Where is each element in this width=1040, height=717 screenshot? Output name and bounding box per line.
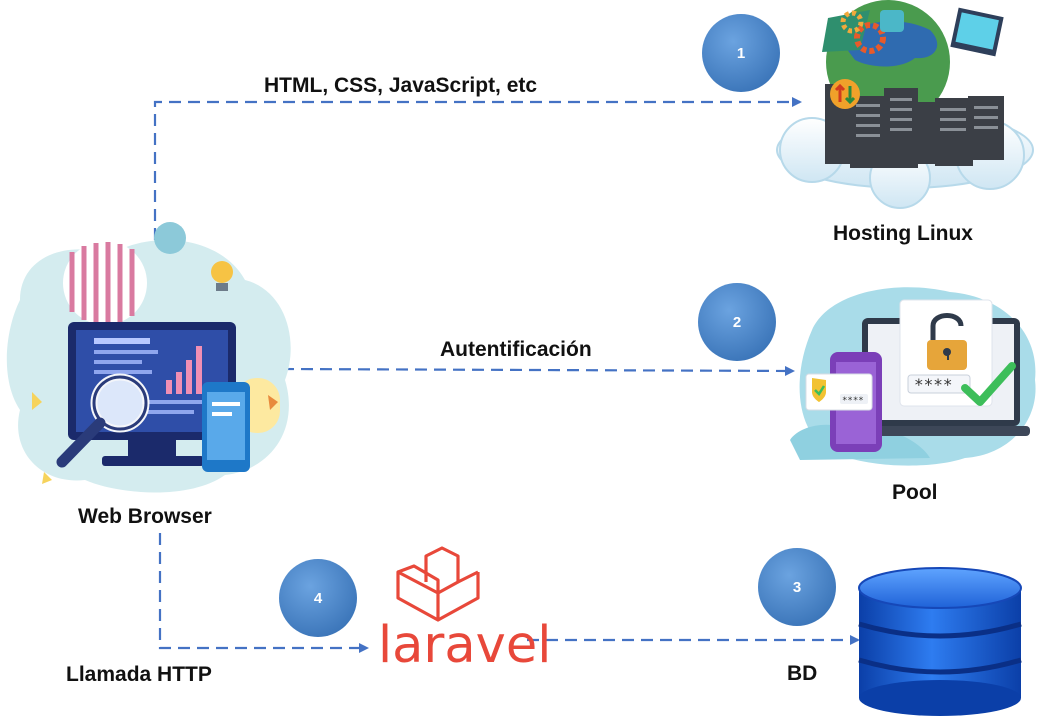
connector-html-css — [153, 97, 802, 240]
step-badge-1-number: 1 — [737, 45, 745, 62]
connector-autentificacion — [281, 365, 795, 376]
flow-label-llamada-http: Llamada HTTP — [66, 663, 212, 686]
step-badge-2: 2 — [698, 283, 776, 361]
step-badge-3-number: 3 — [793, 579, 801, 596]
web-browser-label: Web Browser — [78, 505, 212, 528]
db-label: BD — [787, 662, 817, 685]
hosting-server-illustration — [776, 0, 1034, 209]
laravel-logo: laravel — [378, 546, 551, 675]
step-badge-1: 1 — [702, 14, 780, 92]
pool-phone-mask: **** — [842, 396, 864, 406]
pool-password-mask: **** — [914, 375, 953, 394]
flow-label-html-css: HTML, CSS, JavaScript, etc — [264, 74, 537, 97]
step-badge-4: 4 — [279, 559, 357, 637]
step-badge-4-number: 4 — [314, 590, 323, 607]
step-badge-3: 3 — [758, 548, 836, 626]
database-icon — [858, 567, 1022, 716]
hosting-label: Hosting Linux — [833, 222, 973, 245]
laravel-wordmark: laravel — [378, 616, 551, 675]
web-browser-illustration — [6, 222, 291, 493]
pool-label: Pool — [892, 481, 938, 504]
flow-label-autentificacion: Autentificación — [440, 338, 592, 361]
connector-llamada-http — [158, 533, 369, 653]
step-badge-2-number: 2 — [733, 314, 741, 331]
pool-auth-illustration: **** **** — [790, 287, 1036, 466]
